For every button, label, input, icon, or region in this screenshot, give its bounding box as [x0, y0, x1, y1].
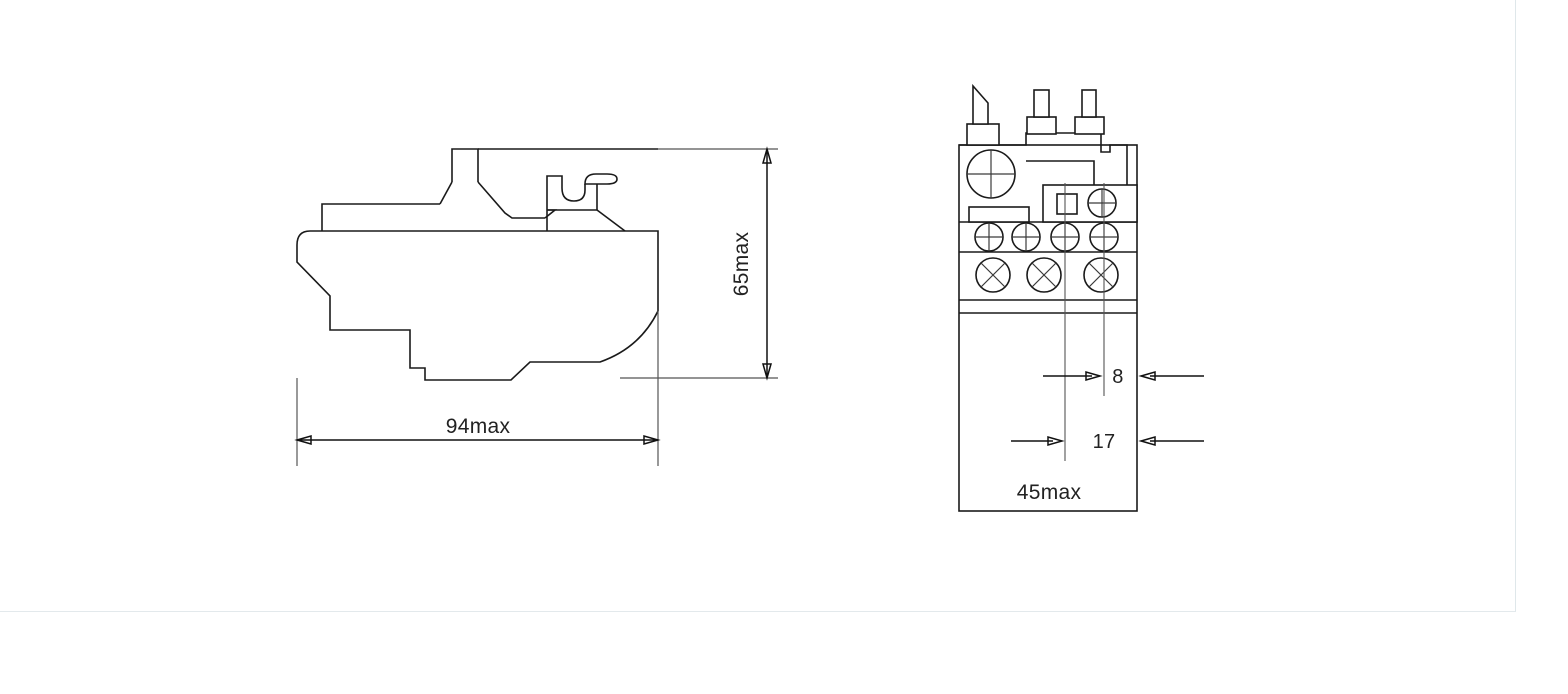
front-view-reset-button — [1056, 193, 1078, 215]
dimension-17-label: 17 — [1093, 431, 1116, 453]
dimension-94max-arrow-right — [643, 435, 661, 445]
side-view: 94max 65max — [294, 146, 778, 466]
front-view-inner-ledge — [1026, 160, 1095, 185]
dimension-8-arrow-outer — [1138, 371, 1156, 381]
side-view-latch-block — [546, 175, 563, 210]
front-view-terminal-post-left-stem — [1033, 89, 1050, 118]
front-view-nameplate — [968, 206, 1030, 223]
front-view-terminal-post-right — [1074, 89, 1105, 135]
side-view-roof-slope-right — [477, 181, 545, 219]
front-view-terminal-post-right-base — [1074, 116, 1105, 135]
front-view-terminal-post-left — [1026, 89, 1057, 135]
dimension-17: 17 — [1011, 431, 1204, 453]
dimension-8-arrow-inner — [1085, 371, 1103, 381]
dimension-94max-label: 94max — [446, 415, 511, 438]
front-view-adjustment-dial — [966, 149, 1016, 199]
dimension-65max-arrow-bottom — [762, 363, 772, 381]
front-view-screw-1 — [974, 222, 1004, 252]
front-view-power-terminal-3 — [1083, 257, 1119, 293]
dimension-65max: 65max — [730, 146, 772, 381]
front-view-screw-2 — [1011, 222, 1041, 252]
front-view-aux-screw — [1087, 188, 1117, 218]
dimension-45max-label: 45max — [1017, 481, 1082, 504]
dimension-65max-arrow-top — [762, 146, 772, 164]
side-view-body-outline — [296, 230, 659, 381]
dimension-17-arrow-inner — [1047, 436, 1065, 446]
dimension-8: 8 — [1043, 366, 1204, 388]
side-view-roof-slope-left — [439, 181, 453, 205]
front-view-power-terminal-1 — [975, 257, 1011, 293]
front-view-top-profile — [959, 132, 1128, 185]
side-view-upper-shoulder — [321, 203, 440, 231]
side-view-latch-hook — [561, 184, 586, 202]
side-view-post — [451, 148, 479, 182]
side-view-latch-lever — [584, 173, 618, 185]
front-view-trip-flag-base — [966, 123, 1000, 146]
front-view: 8 17 45max — [958, 83, 1204, 512]
front-view-trip-flag-blade — [972, 83, 989, 125]
side-view-right-chamfer — [596, 209, 626, 232]
page-frame — [0, 0, 1516, 612]
dimension-94max-arrow-left — [294, 435, 312, 445]
front-view-terminal-post-right-stem — [1081, 89, 1097, 118]
dimension-65max-label: 65max — [730, 232, 753, 297]
dimension-94max: 94max — [294, 415, 661, 445]
dimension-17-arrow-outer — [1138, 436, 1156, 446]
front-view-power-terminal-row — [975, 257, 1119, 293]
front-view-terminal-post-left-base — [1026, 116, 1057, 135]
front-view-power-terminal-2 — [1026, 257, 1062, 293]
side-view-latch-block-right — [547, 184, 598, 211]
dimension-8-label: 8 — [1112, 366, 1123, 388]
